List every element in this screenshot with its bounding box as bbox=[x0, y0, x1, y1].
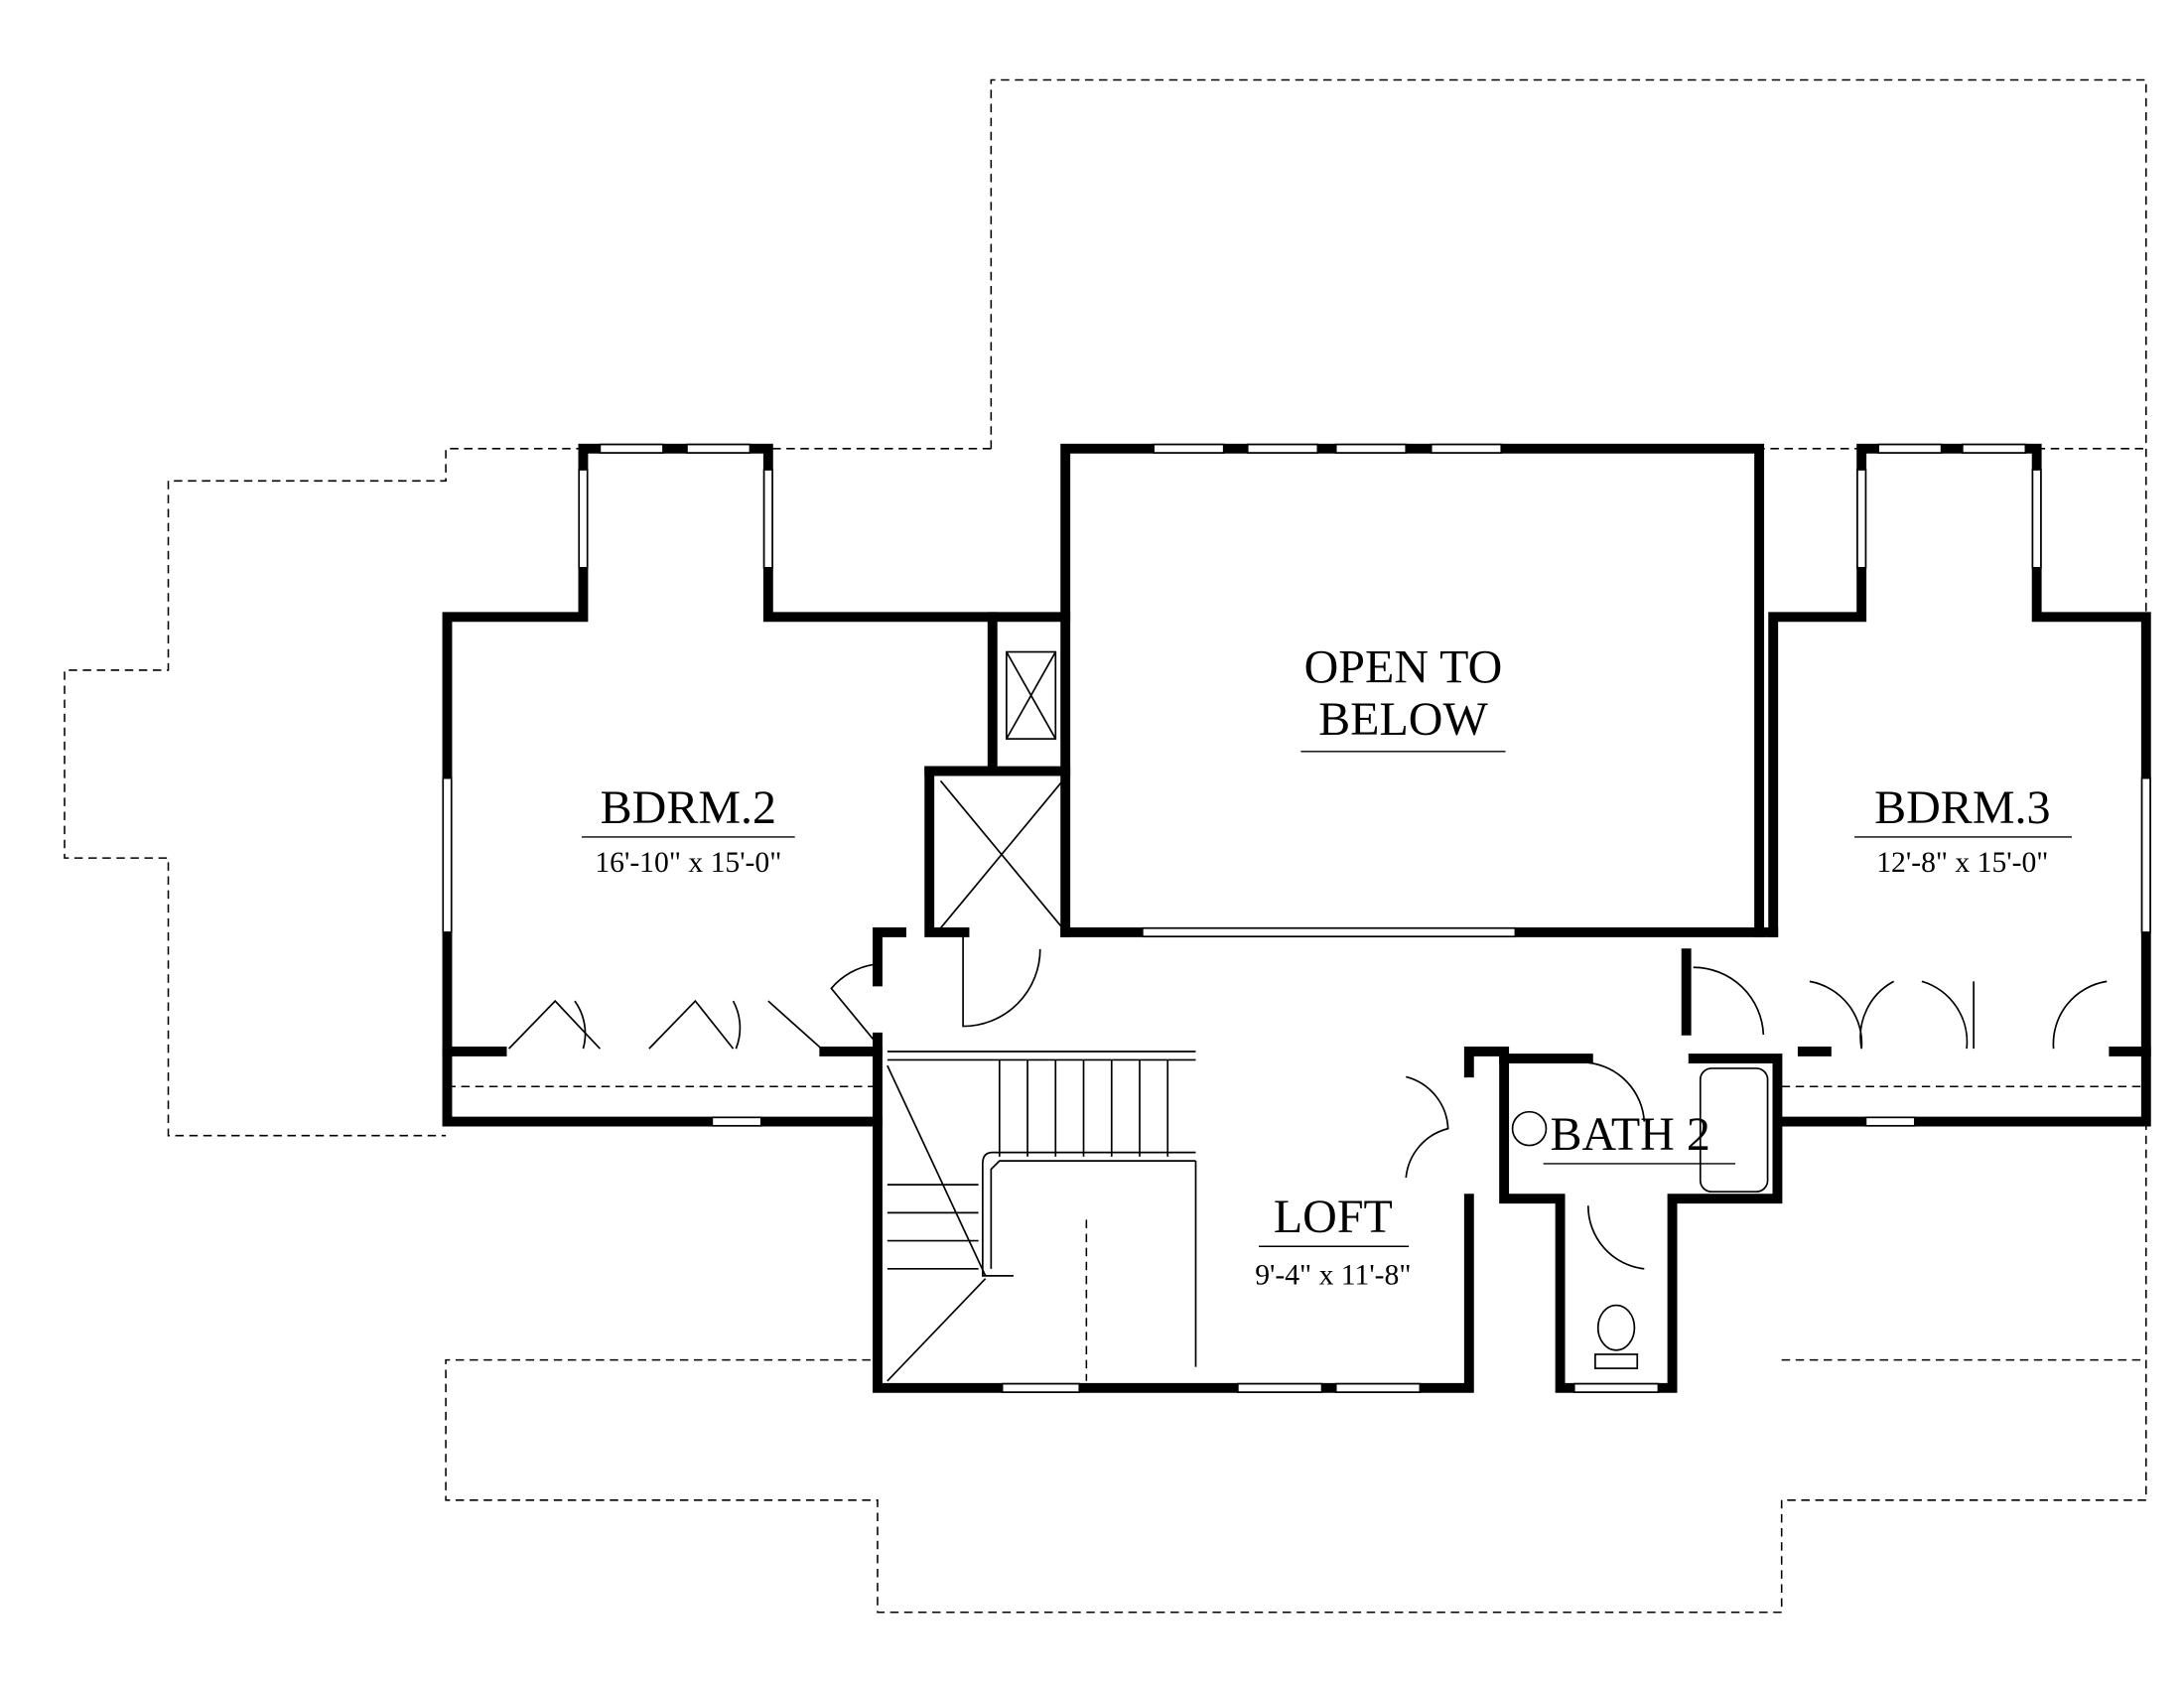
room-labels: BDRM.2 16'-10" x 15'-0" OPEN TO BELOW BD… bbox=[582, 641, 2072, 1291]
bdrm3-label: BDRM.3 bbox=[1874, 781, 2050, 834]
stairs bbox=[887, 1059, 1197, 1382]
fixtures bbox=[508, 650, 2108, 1382]
bath2-label: BATH 2 bbox=[1551, 1108, 1710, 1161]
bdrm2-size: 16'-10" x 15'-0" bbox=[595, 847, 781, 879]
loft-size: 9'-4" x 11'-8" bbox=[1255, 1259, 1411, 1291]
walls bbox=[442, 443, 2151, 1393]
roof-outline bbox=[64, 78, 2147, 1614]
loft-label: LOFT bbox=[1274, 1191, 1393, 1243]
bdrm3-size: 12'-8" x 15'-0" bbox=[1876, 847, 2048, 879]
windows bbox=[442, 443, 2151, 1393]
open-to-below-line1: OPEN TO bbox=[1304, 641, 1503, 694]
bdrm2-label: BDRM.2 bbox=[601, 781, 776, 834]
open-to-below-line2: BELOW bbox=[1318, 693, 1488, 746]
